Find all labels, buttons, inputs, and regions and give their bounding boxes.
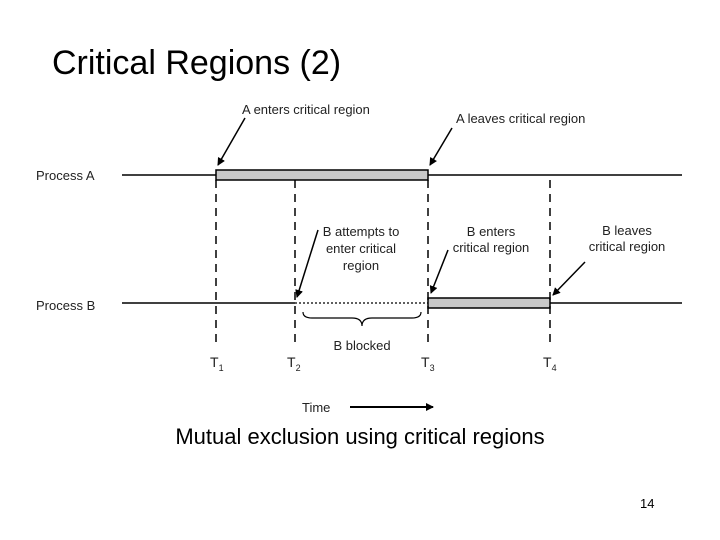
process-a-critical-bar: [215, 169, 429, 181]
time-axis-label: Time: [302, 400, 330, 415]
process-b-critical-bar: [427, 297, 551, 309]
arrow-a-enters: [217, 117, 246, 166]
b-blocked-label: B blocked: [333, 338, 390, 353]
diagram-caption: Mutual exclusion using critical regions: [175, 424, 545, 449]
b-leaves-label-line-1: B leaves: [602, 223, 652, 238]
time-label-t3: T3: [421, 354, 435, 373]
process-a-label: Process A: [36, 168, 95, 183]
arrow-b-leaves: [552, 261, 586, 296]
arrow-b-attempts: [295, 229, 319, 298]
slide-title: Critical Regions (2): [52, 44, 342, 82]
b-blocked-brace: [302, 311, 422, 327]
b-leaves-label-line-2: critical region: [589, 239, 666, 254]
b-attempts-label-line-1: B attempts to: [323, 224, 400, 239]
a-leaves-label: A leaves critical region: [456, 111, 585, 126]
process-b-label: Process B: [36, 298, 95, 313]
a-enters-label: A enters critical region: [242, 102, 370, 117]
slide-number: 14: [640, 496, 655, 511]
b-enters-label-line-2: critical region: [453, 240, 530, 255]
time-label-t2: T2: [287, 354, 301, 373]
b-attempts-label-line-3: region: [343, 258, 379, 273]
time-label-t1: T1: [210, 354, 224, 373]
time-label-t4: T4: [543, 354, 557, 373]
arrow-b-enters: [429, 249, 449, 294]
b-attempts-label-line-2: enter critical: [326, 241, 396, 256]
arrow-a-leaves: [429, 127, 453, 166]
b-enters-label-line-1: B enters: [467, 224, 516, 239]
